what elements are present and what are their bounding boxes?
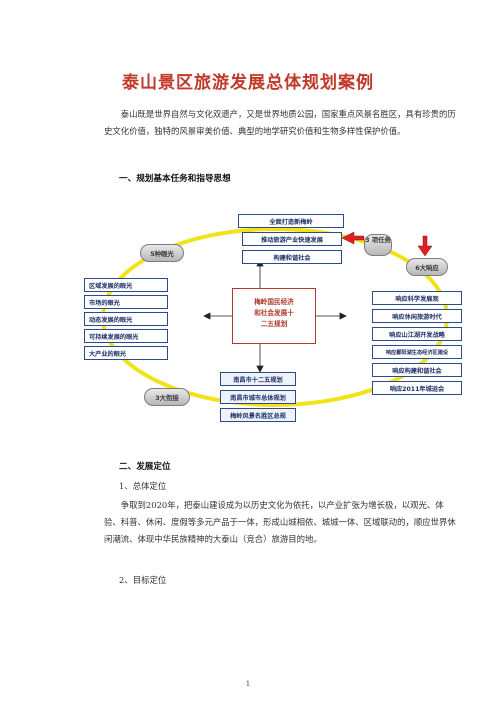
badge-3-tasks: 3 项任务 — [364, 234, 392, 256]
red-arrow-down — [417, 235, 433, 257]
top-box-2: 推动旅游产业快速发展 — [242, 232, 342, 246]
badge-3-connections: 3大衔接 — [144, 388, 190, 406]
right-box-1: 响应科学发展观 — [372, 291, 462, 305]
document-title: 泰山景区旅游发展总体规划案例 — [122, 73, 374, 93]
subheading-overall-positioning: 1、总体定位 — [119, 481, 167, 491]
badge-6-responses: 6大响应 — [406, 258, 448, 276]
bottom-box-2: 南昌市城市总体规划 — [220, 390, 296, 404]
center-box: 梅岭国民经济 和社会发展十 二五规划 — [232, 288, 316, 344]
positioning-paragraph: 争取到2020年，把泰山建设成为以历史文化为依托，以产业扩张为增长极，以观光、体… — [104, 500, 456, 544]
bottom-box-3: 梅岭风景名胜区总规 — [220, 408, 296, 422]
right-box-6: 响应2011年城运会 — [372, 381, 462, 395]
right-box-4: 响应鄱阳湖生态经济区建设 — [372, 345, 462, 359]
left-box-3: 动态发展的眼光 — [84, 312, 168, 326]
left-box-4: 可持续发展的眼光 — [84, 329, 168, 343]
bottom-box-1: 南昌市十二五规划 — [220, 372, 296, 386]
intro-paragraph: 泰山既是世界自然与文化双遗产，又是世界地质公园，国家重点风景名胜区，具有珍贵的历… — [104, 109, 456, 136]
red-arrows — [341, 231, 433, 257]
center-line-1: 梅岭国民经济 — [254, 298, 294, 306]
subheading-target-positioning: 2、目标定位 — [119, 575, 167, 585]
left-box-2: 市场的眼光 — [84, 295, 168, 309]
planning-diagram: 全面打造新梅岭 推动旅游产业快速发展 构建和谐社会 梅岭国民经济 和社会发展十 … — [80, 206, 470, 428]
section-heading-2: 二、发展定位 — [119, 462, 171, 472]
top-box-3: 构建和谐社会 — [242, 250, 342, 264]
left-box-5: 大产业的眼光 — [84, 346, 168, 360]
page-number: 1 — [245, 680, 251, 688]
center-line-3: 二五规划 — [260, 320, 288, 328]
section-heading-1: 一、规划基本任务和指导思想 — [119, 174, 231, 184]
right-box-5: 响应构建和谐社会 — [372, 363, 462, 377]
badge-5-perspectives: 5种眼光 — [140, 244, 184, 262]
right-box-3: 响应山江湖开发战略 — [372, 327, 462, 341]
right-box-2: 响应休闲旅游时代 — [372, 309, 462, 323]
left-box-1: 区域发展的眼光 — [84, 278, 168, 292]
center-line-2: 和社会发展十 — [254, 309, 294, 317]
center-arrows — [203, 259, 347, 373]
top-box-1: 全面打造新梅岭 — [238, 214, 344, 228]
